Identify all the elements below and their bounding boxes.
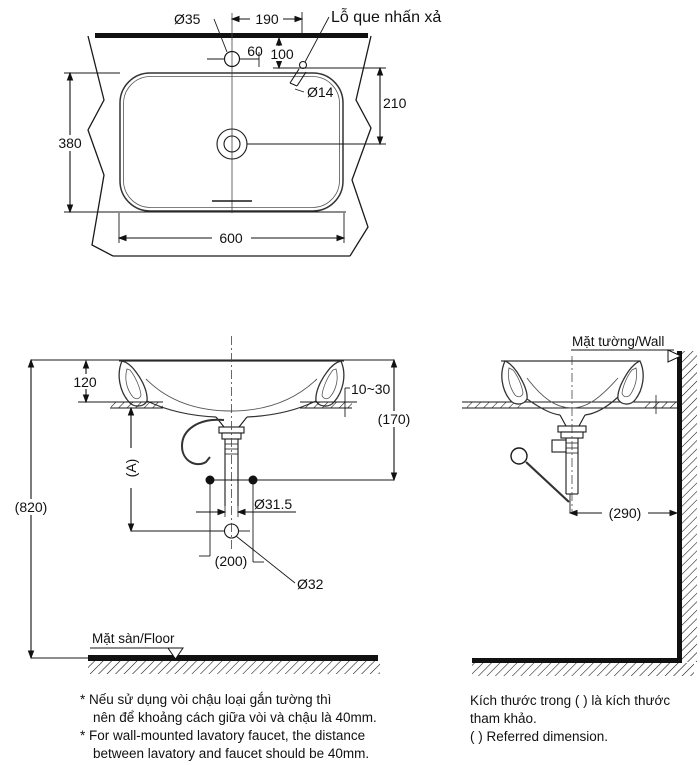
push-rod-hole-icon (298, 60, 308, 70)
pop-up-tee-fitting (551, 439, 567, 453)
basin-left-rim-wing-inner (507, 367, 524, 398)
counter-hatch-right (303, 402, 352, 408)
counter-hatch-right (644, 402, 677, 408)
basin-left-rim-wing (501, 360, 528, 405)
bowl-underside-right (584, 396, 619, 416)
push-rod-slot (289, 68, 300, 84)
push-rod-slot (296, 71, 307, 87)
wall-level-marker-icon (667, 349, 683, 363)
dim380-label: 380 (58, 135, 82, 151)
drain-funnel (215, 416, 225, 428)
dia32-leader (235, 535, 296, 584)
push-rod-hole-label: Lỗ que nhấn xả (331, 7, 441, 26)
wall-label: Mặt tường/Wall (572, 334, 664, 349)
basin-left-rim-wing-inner (125, 368, 142, 400)
dim170-label: (170) (378, 411, 411, 427)
floor-level-marker-icon (167, 647, 184, 660)
wall-bar (677, 351, 682, 662)
note-line: between lavatory and faucet should be 40… (93, 746, 370, 761)
dia32-label: Ø32 (297, 576, 324, 592)
floor-bar (472, 658, 682, 663)
dim100-label: 100 (270, 46, 294, 62)
dim210-label: 210 (383, 95, 407, 111)
supply-point-icon (248, 475, 258, 485)
basin-right-rim-wing (617, 360, 644, 405)
dim120-label: 120 (73, 374, 97, 390)
basin-right-rim-wing (315, 360, 345, 407)
wall-section-bar (95, 33, 368, 38)
pop-up-ball-icon (510, 447, 528, 465)
basin-right-rim-wing-inner (321, 368, 338, 400)
floor-hatch (88, 661, 380, 674)
drain-funnel (578, 414, 586, 427)
supply-point-icon (205, 475, 215, 485)
front-view (10, 336, 416, 674)
counter-hatch-left (467, 402, 524, 408)
notes-right: Kích thước trong ( ) là kích thước tham … (470, 692, 690, 746)
top-view (52, 11, 386, 257)
bowl-underside-left (526, 398, 561, 416)
counter-break-left (87, 35, 114, 257)
basin-left-rim-wing (118, 360, 148, 407)
dim820-label: (820) (15, 499, 48, 515)
dim290-label: (290) (609, 505, 642, 521)
push-rod-label-leader (304, 16, 330, 63)
counter-break-right (349, 35, 372, 257)
counter-hatch-left (111, 402, 163, 408)
dim200-label: (200) (215, 553, 248, 569)
note-line: * For wall-mounted lavatory faucet, the … (80, 728, 366, 743)
wall-hatch (682, 351, 697, 662)
dim190-label: 190 (255, 11, 279, 27)
faucet-hole-icon (223, 50, 241, 68)
dim600-label: 600 (219, 230, 243, 246)
dia14-leader (294, 88, 305, 93)
basin-outline-inner (123, 76, 340, 208)
floor-bar (88, 655, 378, 661)
dim60-label: 60 (247, 43, 263, 59)
note-line: tham khảo. (470, 711, 537, 726)
dimA-label: (A) (123, 459, 139, 478)
note-line: nên để khoảng cách giữa vòi và chậu là 4… (93, 710, 377, 725)
basin-outline-outer (119, 72, 344, 212)
dia31-5-label: Ø31.5 (254, 496, 292, 512)
note-line: ( ) Referred dimension. (470, 729, 609, 744)
floor-hatch (472, 663, 694, 676)
push-rod-slot-cap (289, 82, 298, 87)
drain-funnel (559, 414, 567, 427)
dia35-label: Ø35 (174, 11, 201, 27)
drain-inner-icon (223, 135, 241, 153)
side-view (462, 349, 697, 676)
floor-label: Mặt sàn/Floor (92, 631, 175, 646)
counter-thickness-label: 10~30 (351, 381, 391, 397)
drain-funnel (238, 416, 248, 428)
outlet-circle-icon (223, 523, 240, 539)
pop-up-rod (180, 418, 225, 466)
note-line: * Nếu sử dụng vòi chậu loại gắn tường th… (80, 692, 332, 707)
dia14-label: Ø14 (307, 84, 334, 100)
pop-up-rod (525, 461, 570, 503)
notes-left: * Nếu sử dụng vòi chậu loại gắn tường th… (80, 691, 410, 763)
bowl-inner-surface (145, 378, 318, 412)
note-line: Kích thước trong ( ) là kích thước (470, 693, 671, 708)
dia35-leader (213, 18, 228, 53)
basin-right-rim-wing-inner (621, 367, 638, 398)
bowl-inner-surface (526, 377, 619, 409)
